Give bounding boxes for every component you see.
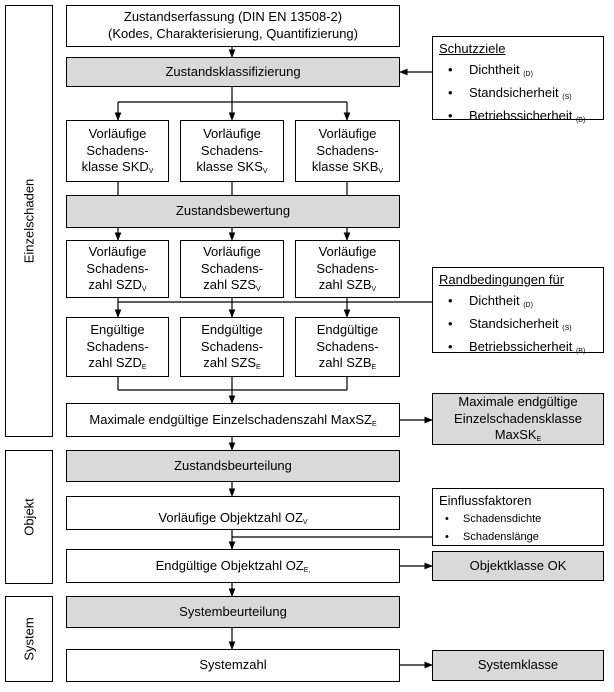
einflussfaktor-item: Schadensdichte — [439, 510, 597, 528]
zustandsbewertung-label: Zustandsbewertung — [175, 203, 291, 219]
schutzziel-item: Dichtheit (D) — [439, 58, 597, 81]
randbedingungen-box: Randbedingungen für Dichtheit (D) Stands… — [432, 267, 604, 358]
einflussfaktor-item: Schadenslänge — [439, 528, 597, 546]
systembeurteilung-box: Systembeurteilung — [66, 596, 400, 628]
objekt-label: Objekt — [21, 498, 37, 536]
zustandsklassifizierung-label: Zustandsklassifizierung — [165, 63, 301, 79]
max-einzelschadenszahl-box: Maximale endgültige Einzelschadenszahl M… — [66, 403, 400, 437]
einflussfaktoren-title: Einflussfaktoren — [439, 493, 532, 508]
objektklasse-box: Objektklasse OK — [432, 551, 604, 581]
zustandsbeurteilung-box: Zustandsbeurteilung — [66, 450, 400, 482]
vorlaeufige-objektzahl-box: Vorläufige Objektzahl OZV — [66, 496, 400, 530]
systemklasse-box: Systemklasse — [432, 650, 604, 681]
randbedingung-item: Dichtheit (D) — [439, 289, 597, 312]
schutzziele-title: Schutzziele — [439, 41, 506, 56]
system-label: System — [21, 617, 37, 661]
randbedingungen-title: Randbedingungen für — [439, 272, 565, 287]
randbedingung-item: Standsicherheit (S) — [439, 312, 597, 335]
schutzziel-item: Betriebssicherheit (B) — [439, 104, 597, 127]
zustandserfassung-box: Zustandserfassung (DIN EN 13508-2) (Kode… — [66, 5, 400, 47]
schutzziele-box: Schutzziele Dichtheit (D) Standsicherhei… — [432, 36, 604, 127]
system-section: System — [5, 596, 53, 682]
schutzziel-item: Standsicherheit (S) — [439, 81, 597, 104]
zustandsklassifizierung-box: Zustandsklassifizierung — [66, 57, 400, 87]
zustandsbewertung-box: Zustandsbewertung — [66, 195, 400, 228]
einflussfaktoren-box: Einflussfaktoren Schadensdichte Schadens… — [432, 488, 604, 546]
einzelschaden-label: Einzelschaden — [21, 178, 37, 264]
randbedingung-item: Betriebssicherheit (B) — [439, 335, 597, 358]
zustandserfassung-subtitle: (Kodes, Charakterisierung, Quantifizieru… — [107, 26, 358, 41]
systemzahl-box: Systemzahl — [66, 649, 400, 682]
endgueltige-objektzahl-box: Endgültige Objektzahl OZE, — [66, 549, 400, 583]
zustandserfassung-title: Zustandserfassung (DIN EN 13508-2) — [123, 9, 343, 25]
objekt-section: Objekt — [5, 450, 53, 584]
einzelschaden-section: Einzelschaden — [5, 5, 53, 437]
